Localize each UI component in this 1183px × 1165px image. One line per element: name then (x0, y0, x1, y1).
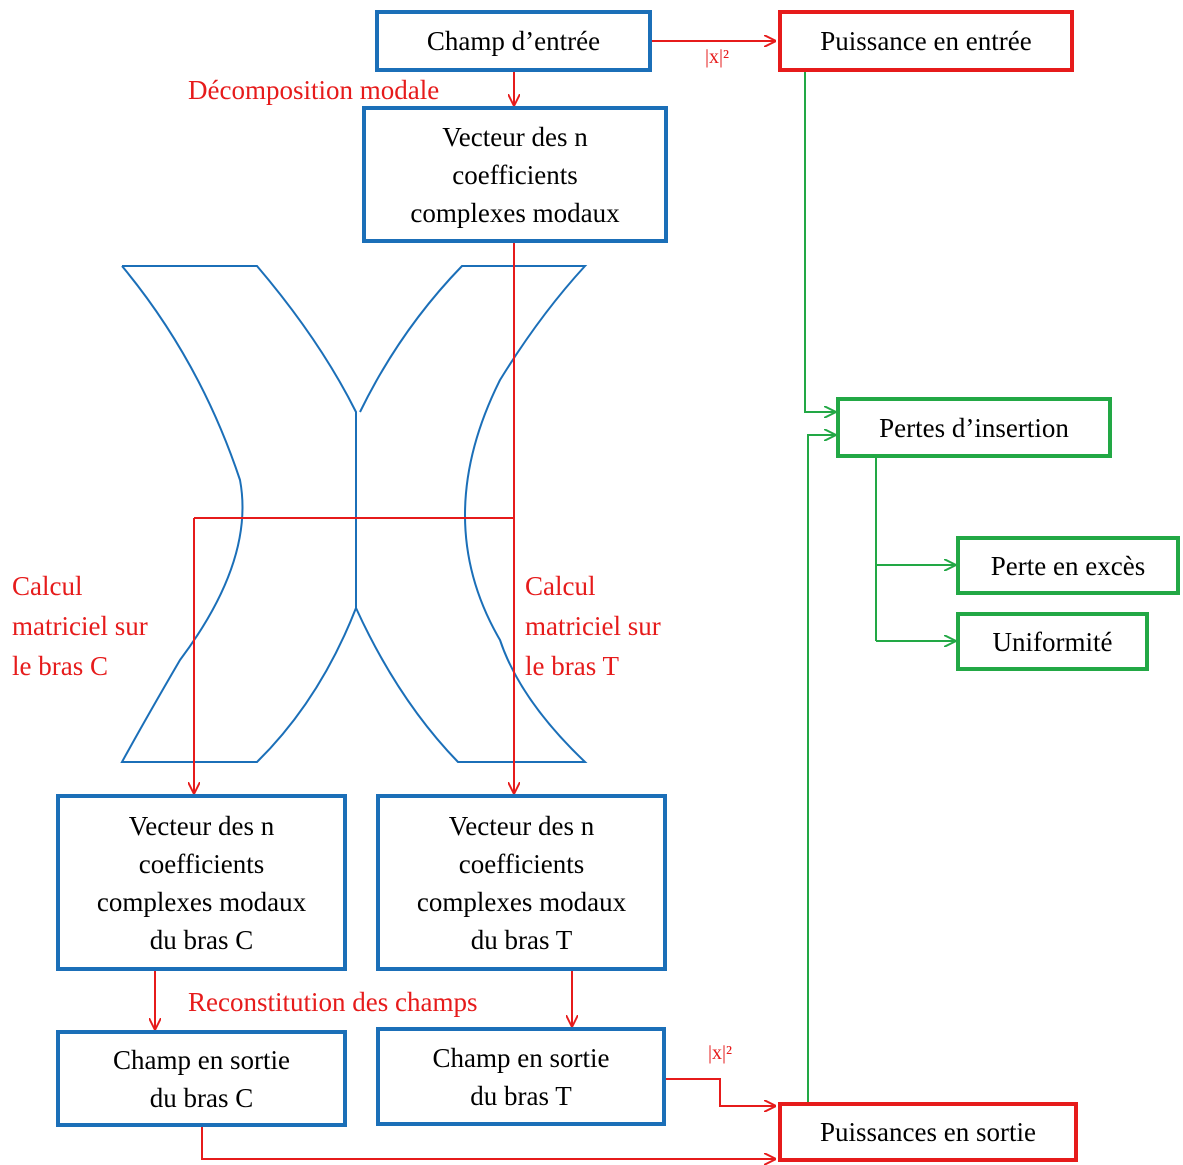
insertion-loss-box: Pertes d’insertion (836, 397, 1112, 458)
excess-loss-label: Perte en excès (990, 550, 1146, 581)
y-coupler-outline (120, 265, 588, 763)
input-power-box: Puissance en entrée (778, 10, 1074, 72)
vector-t-line-2: coefficients (458, 848, 585, 879)
calc-t-line-3: le bras T (525, 651, 619, 681)
arrow-input-power-to-loss (804, 72, 836, 412)
calc-t-line-1: Calcul (525, 571, 596, 601)
calc-t-line-2: matriciel sur (525, 611, 661, 641)
output-t-line-1: Champ en sortie (432, 1042, 610, 1073)
excess-loss-box: Perte en excès (956, 536, 1180, 595)
output-c-line-1: Champ en sortie (113, 1044, 290, 1075)
output-c-box: Champ en sortie du bras C (56, 1030, 347, 1127)
calc-c-line-2: matriciel sur (12, 611, 148, 641)
reconstitution-label: Reconstitution des champs (188, 987, 478, 1017)
modal-vector-box: Vecteur des n coefficients complexes mod… (362, 106, 668, 243)
modal-vector-line-2: coefficients (452, 159, 578, 190)
abs-square-bottom-label: |x|² (708, 1042, 733, 1064)
vector-c-line-1: Vecteur des n (128, 810, 275, 841)
vector-c-box: Vecteur des n coefficients complexes mod… (56, 794, 347, 971)
input-field-label: Champ d’entrée (426, 26, 601, 56)
vector-c-line-4: du bras C (149, 924, 254, 955)
calc-c-label: Calcul matriciel sur le bras C (12, 566, 148, 686)
arrow-output-t-to-power (666, 1078, 776, 1106)
output-power-label: Puissances en sortie (820, 1117, 1036, 1147)
calc-c-line-1: Calcul (12, 571, 83, 601)
calc-c-line-3: le bras C (12, 651, 108, 681)
vector-t-line-3: complexes modaux (416, 886, 627, 917)
vector-c-line-3: complexes modaux (96, 886, 307, 917)
input-power-label: Puissance en entrée (820, 26, 1032, 56)
output-c-line-2: du bras C (149, 1082, 254, 1113)
vector-t-box: Vecteur des n coefficients complexes mod… (376, 794, 667, 971)
modal-vector-line-1: Vecteur des n (442, 121, 588, 152)
uniformity-label: Uniformité (992, 626, 1113, 657)
insertion-loss-label: Pertes d’insertion (879, 412, 1069, 443)
output-power-box: Puissances en sortie (778, 1102, 1078, 1162)
vector-c-line-2: coefficients (138, 848, 265, 879)
output-t-line-2: du bras T (470, 1080, 572, 1111)
arrow-output-c-to-power (201, 1127, 776, 1159)
uniformity-box: Uniformité (956, 612, 1149, 671)
output-t-box: Champ en sortie du bras T (376, 1027, 666, 1126)
vector-t-line-4: du bras T (470, 924, 573, 955)
calc-t-label: Calcul matriciel sur le bras T (525, 566, 661, 686)
modal-decomposition-label: Décomposition modale (188, 75, 440, 105)
abs-square-top-label: |x|² (705, 46, 730, 68)
vector-t-line-1: Vecteur des n (448, 810, 595, 841)
modal-vector-line-3: complexes modaux (410, 197, 620, 228)
input-field-box: Champ d’entrée (375, 10, 652, 72)
arrow-output-power-to-loss (807, 435, 836, 1102)
